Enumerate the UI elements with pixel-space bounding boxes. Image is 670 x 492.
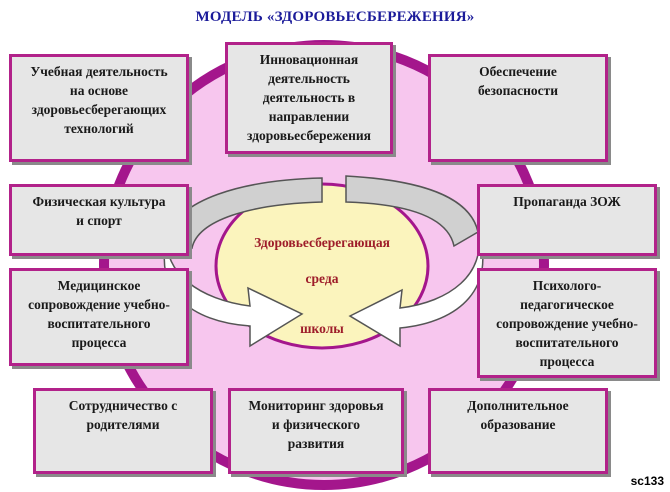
center-label: Здоровьесберегающая среда школы <box>232 216 412 356</box>
box-innovation-text: Инновационная деятельность деятельность … <box>247 52 371 143</box>
box-additional-text: Дополнительное образование <box>467 398 569 432</box>
diagram-title: МОДЕЛЬ «ЗДОРОВЬЕСБЕРЕЖЕНИЯ» <box>195 9 475 25</box>
box-physical-text: Физическая культура и спорт <box>32 194 166 228</box>
box-psych-support: Психолого- педагогическое сопровождение … <box>477 268 657 378</box>
box-psych-text: Психолого- педагогическое сопровождение … <box>496 278 638 369</box>
box-propaganda-text: Пропаганда ЗОЖ <box>513 194 621 209</box>
center-line-2: среда <box>305 271 339 286</box>
center-line-1: Здоровьесберегающая <box>254 235 390 250</box>
box-physical-culture: Физическая культура и спорт <box>9 184 189 256</box>
box-educational-text: Учебная деятельность на основе здоровьес… <box>30 64 168 136</box>
center-line-3: школы <box>300 321 344 336</box>
box-educational-activity: Учебная деятельность на основе здоровьес… <box>9 54 189 162</box>
box-parents-cooperation: Сотрудничество с родителями <box>33 388 213 474</box>
box-medical-support: Медицинское сопровождение учебно- воспит… <box>9 268 189 366</box>
box-healthy-lifestyle: Пропаганда ЗОЖ <box>477 184 657 256</box>
box-innovation-activity: Инновационная деятельность деятельность … <box>225 42 393 154</box>
box-additional-education: Дополнительное образование <box>428 388 608 474</box>
watermark: sc133 <box>630 474 664 488</box>
box-safety: Обеспечение безопасности <box>428 54 608 162</box>
box-health-monitoring: Мониторинг здоровья и физического развит… <box>228 388 404 474</box>
box-parents-text: Сотрудничество с родителями <box>68 398 178 432</box>
box-medical-text: Медицинское сопровождение учебно- воспит… <box>28 278 170 350</box>
box-safety-text: Обеспечение безопасности <box>477 64 559 98</box>
cycle-arrow-top-right <box>345 175 479 248</box>
box-monitoring-text: Мониторинг здоровья и физического развит… <box>248 398 384 451</box>
